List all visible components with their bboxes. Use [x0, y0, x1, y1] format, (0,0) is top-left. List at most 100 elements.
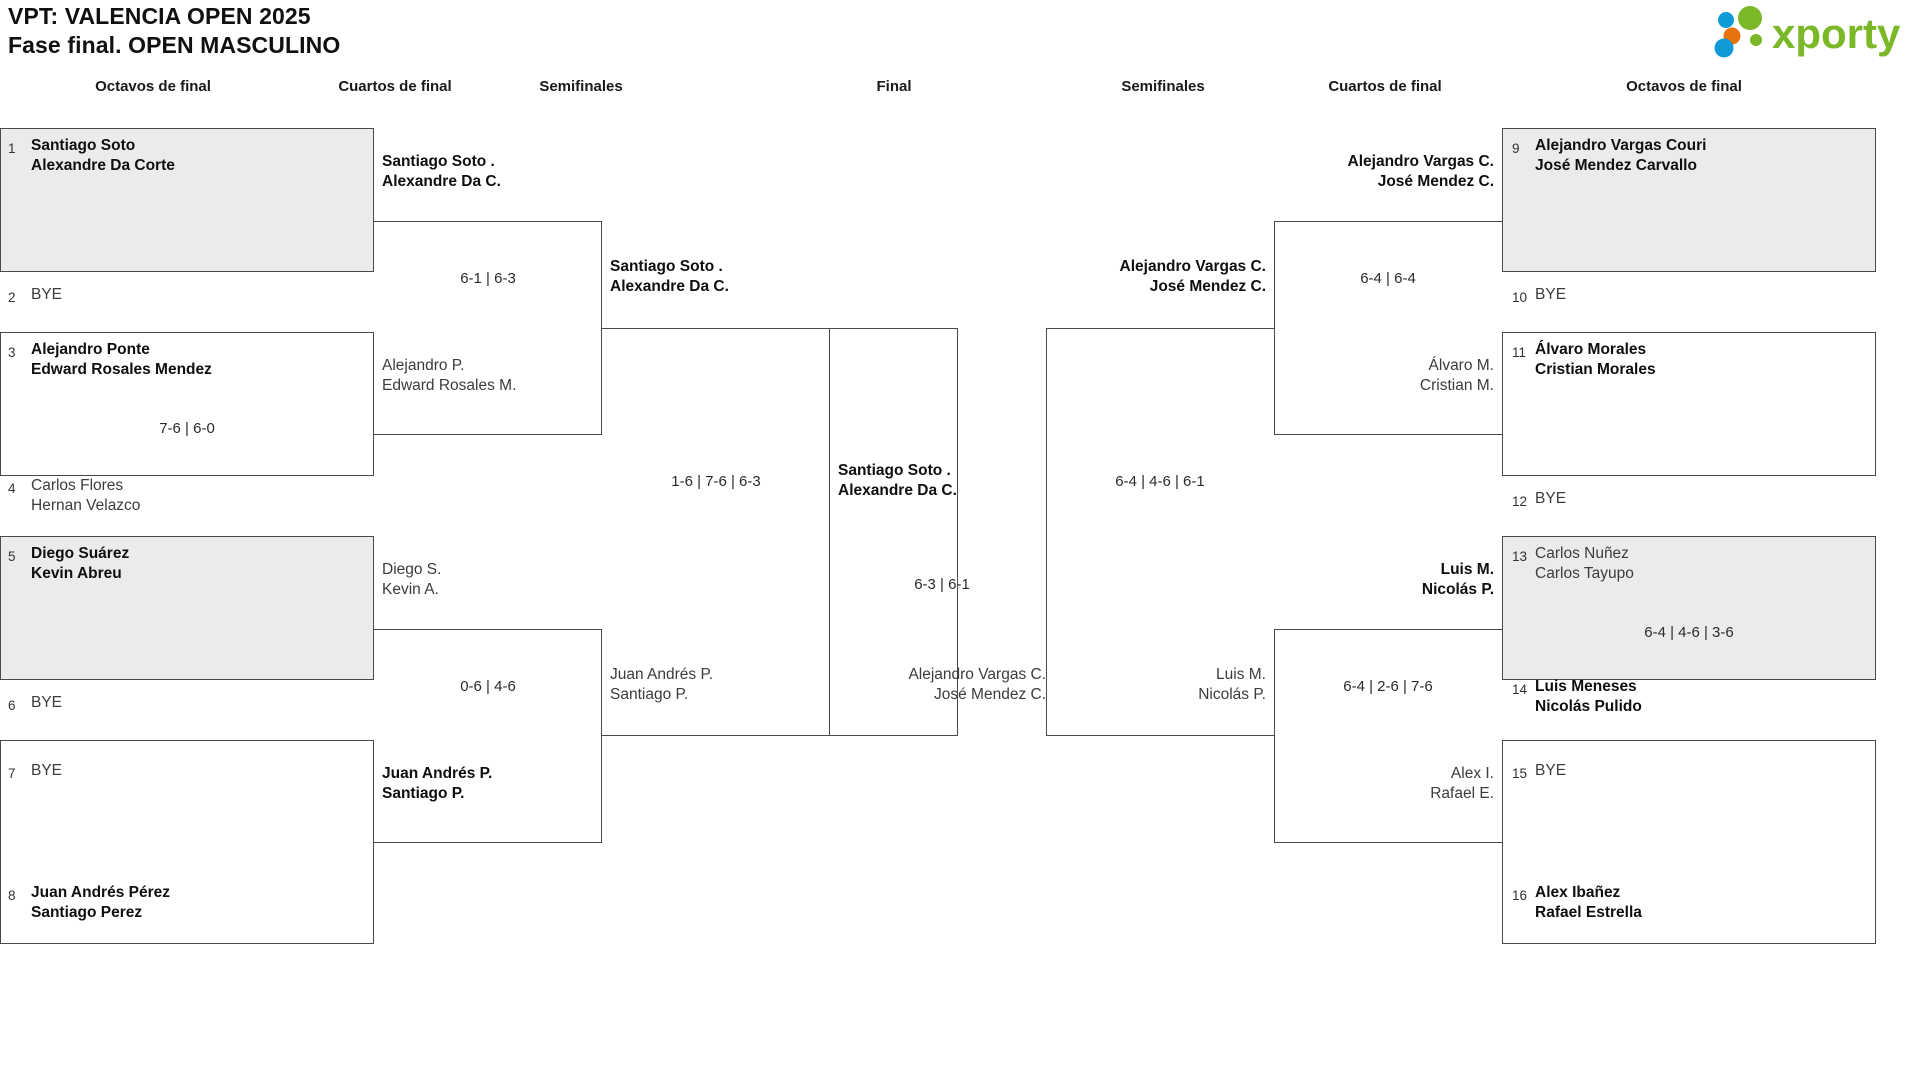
- r16-box-11-12[interactable]: [1502, 332, 1876, 476]
- r16-entrant-11[interactable]: 11 Álvaro Morales Cristian Morales: [1512, 340, 1656, 379]
- player-name-2: Alexandre Da Corte: [31, 156, 175, 174]
- player-name-2: Nicolás P.: [1198, 685, 1266, 703]
- seed-number: 5: [8, 549, 16, 564]
- sf-entrant-1[interactable]: Santiago Soto . Alexandre Da C.: [610, 257, 729, 296]
- sf-entrant-2[interactable]: Juan Andrés P. Santiago P.: [610, 665, 713, 704]
- player-name-1: Juan Andrés P.: [382, 765, 493, 782]
- final-entrant-2[interactable]: Alejandro Vargas C. José Mendez C.: [826, 665, 1046, 704]
- round-header-left-qf: Cuartos de final: [338, 78, 452, 95]
- player-name-1: Luis M.: [1440, 561, 1494, 578]
- player-name-2: Nicolás Pulido: [1535, 697, 1642, 715]
- sf-connector-right: [1046, 328, 1274, 736]
- qf-score-bottom: 0-6 | 4-6: [460, 678, 516, 695]
- seed-number: 1: [8, 141, 16, 156]
- player-name-1: Álvaro Morales: [1535, 341, 1647, 358]
- final-entrant-1[interactable]: Santiago Soto . Alexandre Da C.: [838, 461, 957, 500]
- player-name-1: Santiago Soto .: [382, 153, 495, 170]
- r16-entrant-14[interactable]: 14 Luis Meneses Nicolás Pulido: [1512, 677, 1642, 716]
- player-name-2: José Mendez C.: [934, 685, 1046, 703]
- seed-number: 10: [1512, 290, 1528, 305]
- player-name-1: Alejandro Vargas C.: [1119, 258, 1266, 275]
- r16-entrant-13[interactable]: 13 Carlos Nuñez Carlos Tayupo: [1512, 544, 1634, 583]
- player-name-2: Edward Rosales M.: [382, 376, 517, 394]
- qf-entrant-4[interactable]: Juan Andrés P. Santiago P.: [382, 764, 492, 803]
- player-name-1: Diego Suárez: [31, 545, 130, 562]
- right-qf-score-bottom: 6-4 | 2-6 | 7-6: [1343, 678, 1433, 695]
- right-sf-entrant-1[interactable]: Alejandro Vargas C. José Mendez C.: [1054, 257, 1266, 296]
- seed-number: 3: [8, 345, 16, 360]
- right-qf-entrant-4[interactable]: Alex I. Rafael E.: [1282, 764, 1494, 803]
- r16-entrant-5[interactable]: 5 Diego Suárez Kevin Abreu: [8, 544, 129, 583]
- r16-entrant-15[interactable]: 15 BYE: [1512, 761, 1566, 784]
- player-name-1: Alejandro P.: [382, 357, 465, 374]
- seed-number: 4: [8, 481, 16, 496]
- player-name-1: Juan Andrés P.: [610, 666, 714, 683]
- player-name-2: Rafael E.: [1430, 784, 1494, 802]
- player-name-1: Alejandro Vargas Couri: [1535, 137, 1707, 154]
- r16-box-3-4[interactable]: [0, 332, 374, 476]
- r16-entrant-6[interactable]: 6 BYE: [8, 693, 62, 716]
- qf-connector-bottom: [374, 629, 602, 843]
- right-sf-entrant-2[interactable]: Luis M. Nicolás P.: [1054, 665, 1266, 704]
- r16-score-13-14: 6-4 | 4-6 | 3-6: [1644, 624, 1734, 641]
- r16-entrant-12[interactable]: 12 BYE: [1512, 489, 1566, 512]
- tournament-subtitle: Fase final. OPEN MASCULINO: [8, 32, 341, 58]
- player-name-1: Álvaro M.: [1428, 357, 1494, 374]
- right-qf-connector-bottom: [1274, 629, 1502, 843]
- r16-entrant-2[interactable]: 2 BYE: [8, 285, 62, 308]
- r16-entrant-7[interactable]: 7 BYE: [8, 761, 62, 784]
- player-name-2: Santiago P.: [610, 685, 689, 703]
- player-name-2: Santiago Perez: [31, 903, 143, 921]
- right-qf-entrant-1[interactable]: Alejandro Vargas C. José Mendez C.: [1282, 152, 1494, 191]
- r16-entrant-8[interactable]: 8 Juan Andrés Pérez Santiago Perez: [8, 883, 170, 922]
- round-header-right-sf: Semifinales: [1121, 78, 1205, 95]
- r16-box-15-16[interactable]: [1502, 740, 1876, 944]
- qf-entrant-3[interactable]: Diego S. Kevin A.: [382, 560, 441, 599]
- final-connector-left: [830, 328, 958, 736]
- r16-entrant-16[interactable]: 16 Alex Ibañez Rafael Estrella: [1512, 883, 1642, 922]
- player-name-2: José Mendez Carvallo: [1535, 156, 1697, 174]
- r16-box-7-8[interactable]: [0, 740, 374, 944]
- r16-entrant-3[interactable]: 3 Alejandro Ponte Edward Rosales Mendez: [8, 340, 212, 379]
- r16-entrant-4[interactable]: 4 Carlos Flores Hernan Velazco: [8, 476, 140, 515]
- qf-connector-top: [374, 221, 602, 435]
- r16-entrant-1[interactable]: 1 Santiago Soto Alexandre Da Corte: [8, 136, 175, 175]
- r16-box-5-6[interactable]: [0, 536, 374, 680]
- player-name-2: Santiago P.: [382, 784, 465, 802]
- player-name-1: Alejandro Ponte: [31, 341, 150, 358]
- seed-number: 11: [1512, 345, 1527, 360]
- player-name-1: Santiago Soto .: [838, 462, 951, 479]
- r16-box-9-10[interactable]: [1502, 128, 1876, 272]
- player-name-2: Rafael Estrella: [1535, 903, 1642, 921]
- r16-entrant-10[interactable]: 10 BYE: [1512, 285, 1566, 308]
- qf-entrant-2[interactable]: Alejandro P. Edward Rosales M.: [382, 356, 516, 395]
- seed-number: 16: [1512, 888, 1528, 903]
- player-name-2: Carlos Tayupo: [1535, 564, 1634, 582]
- player-name-2: Edward Rosales Mendez: [31, 360, 212, 378]
- tournament-title: VPT: VALENCIA OPEN 2025: [8, 3, 311, 29]
- seed-number: 15: [1512, 766, 1528, 781]
- round-header-left-sf: Semifinales: [539, 78, 623, 95]
- sf-score-left: 1-6 | 7-6 | 6-3: [671, 473, 761, 490]
- player-name-2: José Mendez C.: [1377, 172, 1494, 190]
- r16-box-1-2[interactable]: [0, 128, 374, 272]
- bye-label: BYE: [1535, 286, 1567, 303]
- seed-number: 9: [1512, 141, 1520, 156]
- player-name-2: Alexandre Da C.: [382, 172, 501, 190]
- player-name-1: Alex Ibañez: [1535, 884, 1621, 901]
- qf-entrant-1[interactable]: Santiago Soto . Alexandre Da C.: [382, 152, 501, 191]
- player-name-2: Nicolás P.: [1421, 580, 1494, 598]
- r16-entrant-9[interactable]: 9 Alejandro Vargas Couri José Mendez Car…: [1512, 136, 1706, 175]
- right-qf-entrant-2[interactable]: Álvaro M. Cristian M.: [1282, 356, 1494, 395]
- round-header-right-r16: Octavos de final: [1626, 78, 1742, 95]
- player-name-1: Diego S.: [382, 561, 442, 578]
- seed-number: 7: [8, 766, 16, 781]
- final-score: 6-3 | 6-1: [914, 576, 970, 593]
- r16-box-13-14[interactable]: [1502, 536, 1876, 680]
- xporty-logo: xporty: [1706, 6, 1906, 58]
- seed-number: 2: [8, 290, 16, 305]
- player-name-2: Hernan Velazco: [31, 496, 141, 514]
- sf-connector-left: [602, 328, 830, 736]
- bye-label: BYE: [31, 694, 63, 711]
- right-qf-entrant-3[interactable]: Luis M. Nicolás P.: [1282, 560, 1494, 599]
